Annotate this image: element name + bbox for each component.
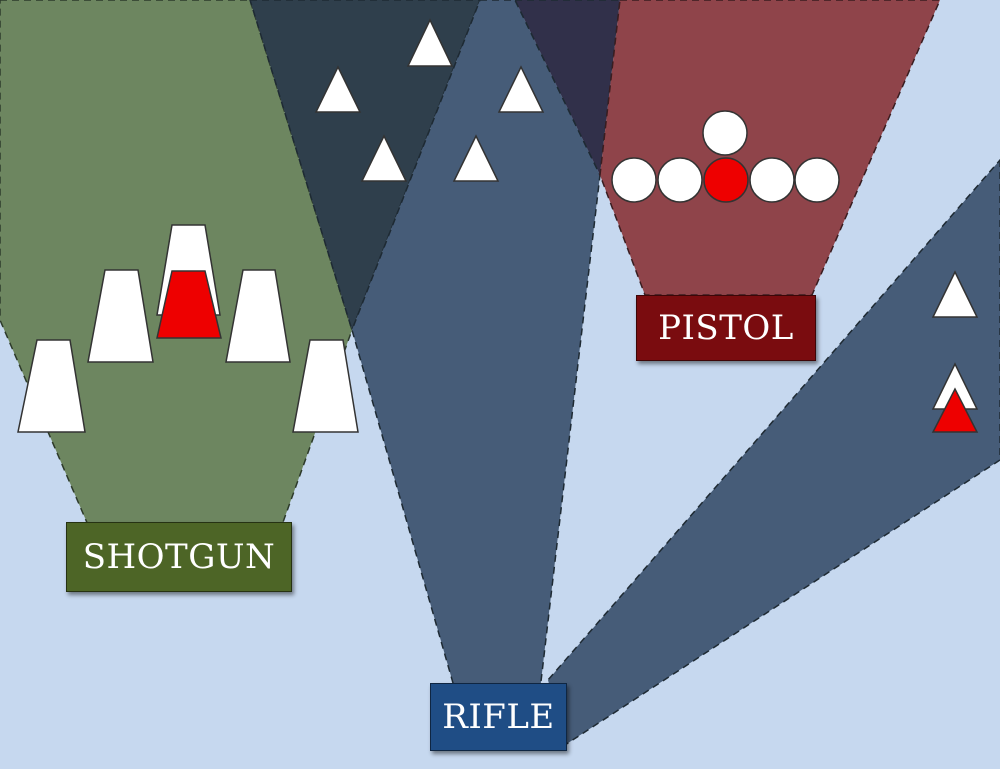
shotgun-targets — [17, 224, 359, 433]
circle-target-icon — [749, 157, 795, 203]
shotgun-label: SHOTGUN — [66, 522, 292, 592]
trapezoid-target-icon — [292, 339, 359, 433]
pistol-targets — [611, 110, 840, 203]
circle-target-icon — [611, 157, 657, 203]
triangle-target-icon — [931, 270, 979, 318]
circle-target-icon — [657, 157, 703, 203]
triangle-target-icon — [314, 65, 362, 113]
triangle-target-icon — [406, 18, 454, 67]
trapezoid-target-hit-icon — [156, 270, 222, 339]
pistol-zone — [599, 0, 941, 296]
rifle-label: RIFLE — [430, 683, 567, 751]
triangle-target-icon — [360, 134, 408, 182]
circle-target-icon — [702, 110, 748, 156]
triangle-target-icon — [497, 65, 545, 113]
trapezoid-target-icon — [17, 339, 86, 433]
rifle-overlap-zone — [249, 0, 481, 333]
circle-target-icon — [794, 157, 840, 203]
trapezoid-target-icon — [225, 269, 291, 363]
rifle-targets — [314, 18, 979, 433]
pistol-label: PISTOL — [636, 295, 816, 361]
circle-target-hit-icon — [703, 157, 749, 203]
trapezoid-target-icon — [87, 269, 154, 363]
triangle-target-icon — [452, 134, 500, 182]
triangle-target-hit-icon — [931, 387, 979, 433]
